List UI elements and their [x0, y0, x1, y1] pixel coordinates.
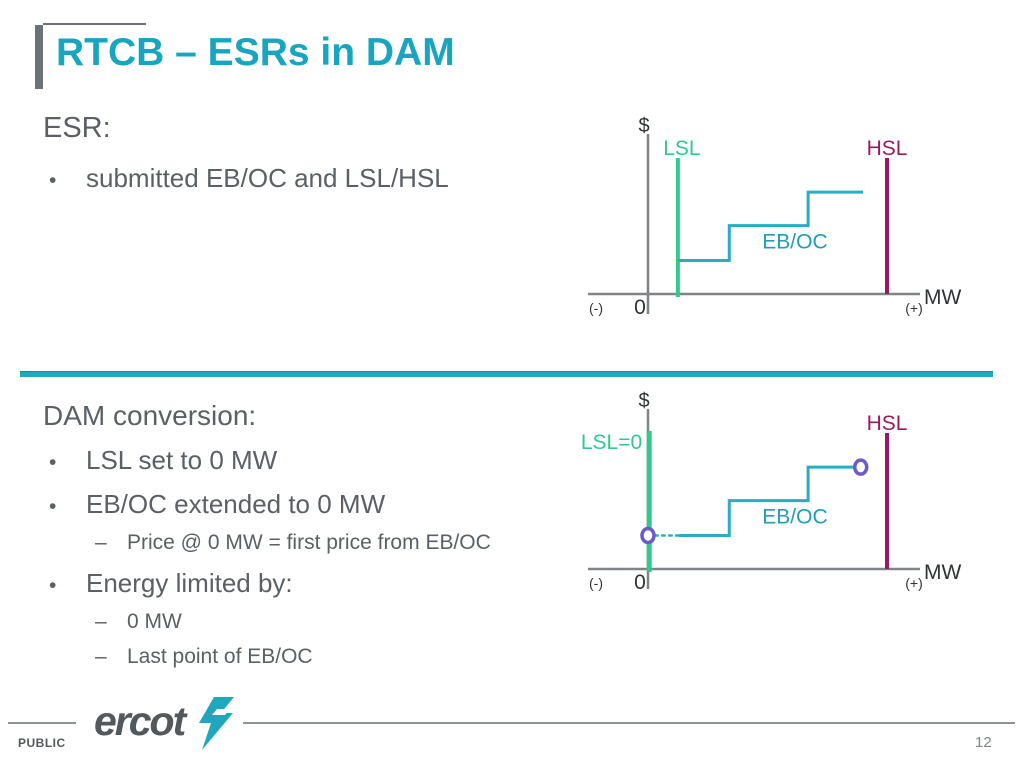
bullet-item: • EB/OC extended to 0 MW — [43, 489, 588, 520]
negative-side-label: (-) — [589, 575, 603, 591]
endpoint-marker-circle — [640, 526, 656, 545]
endpoint-marker-circle — [852, 458, 869, 476]
eboc-label: EB/OC — [762, 505, 827, 528]
bullet-item: –0 MW — [95, 610, 588, 634]
bullet-marker: • — [49, 495, 57, 519]
origin-zero-label: 0 — [634, 296, 646, 319]
bullet-marker: – — [95, 530, 107, 554]
bullet-marker: • — [49, 451, 57, 475]
footer-rule-right — [243, 722, 1015, 724]
x-axis-mw-label: MW — [924, 561, 961, 584]
section-divider — [20, 371, 993, 377]
dam-converted-eboc-chart: $ MW 0 (-) (+) LSL=0 HSL EB/OC — [581, 390, 962, 594]
bullet-marker: – — [95, 645, 107, 669]
bullet-item: • LSL set to 0 MW — [43, 445, 588, 476]
submitted-eboc-chart: $ MW 0 (-) (+) LSL HSL EB/OC — [588, 115, 961, 319]
eboc-step-line — [677, 190, 864, 262]
esr-section: ESR: • submitted EB/OC and LSL/HSL — [43, 112, 563, 194]
eboc-label: EB/OC — [762, 230, 827, 253]
bullet-item: • submitted EB/OC and LSL/HSL — [43, 163, 563, 194]
positive-side-label: (+) — [905, 300, 923, 316]
esr-heading: ESR: — [43, 112, 111, 144]
negative-side-label: (-) — [589, 300, 603, 316]
title-top-line — [43, 23, 146, 25]
hsl-label: HSL — [867, 137, 908, 160]
lsl-label: LSL=0 — [581, 431, 642, 454]
origin-zero-label: 0 — [634, 571, 646, 594]
page-number: 12 — [975, 734, 992, 751]
x-axis-mw-label: MW — [924, 286, 961, 309]
bullet-text: 0 MW — [127, 610, 182, 633]
bullet-marker: • — [49, 574, 57, 598]
dam-heading: DAM conversion: — [43, 400, 257, 431]
title-accent-bar — [35, 25, 43, 89]
ercot-logo-text: ercot — [94, 698, 186, 744]
public-classification-label: PUBLIC — [18, 736, 66, 750]
bullet-text: LSL set to 0 MW — [86, 445, 278, 476]
lsl-label: LSL — [663, 137, 700, 160]
bullet-marker: – — [95, 610, 107, 633]
hsl-label: HSL — [867, 412, 908, 435]
bullet-text: Last point of EB/OC — [127, 645, 313, 669]
y-axis-dollar-label: $ — [638, 115, 649, 137]
bullet-item: –Last point of EB/OC — [95, 645, 588, 669]
bullet-marker: • — [49, 169, 57, 193]
bullet-text: submitted EB/OC and LSL/HSL — [86, 163, 449, 194]
dam-bullet-list: • LSL set to 0 MW • EB/OC extended to 0 MW –… — [43, 445, 588, 669]
eboc-step-line — [679, 465, 856, 537]
esr-bullet-list: • submitted EB/OC and LSL/HSL — [43, 163, 563, 194]
bullet-item: –Price @ 0 MW = first price from EB/OC — [95, 531, 588, 555]
bullet-text: Price @ 0 MW = first price from EB/OC — [127, 530, 491, 554]
footer-rule-left — [8, 722, 76, 724]
bullet-text: EB/OC extended to 0 MW — [86, 489, 386, 520]
bullet-text: Energy limited by: — [86, 568, 293, 599]
positive-side-label: (+) — [905, 575, 923, 591]
dam-conversion-section: DAM conversion: • LSL set to 0 MW • EB/OC e… — [43, 400, 588, 669]
bullet-item: • Energy limited by: — [43, 568, 588, 599]
page-title: RTCB – ESRs in DAM — [56, 31, 455, 74]
ercot-bolt-icon — [199, 697, 234, 750]
y-axis-dollar-label: $ — [638, 390, 649, 412]
